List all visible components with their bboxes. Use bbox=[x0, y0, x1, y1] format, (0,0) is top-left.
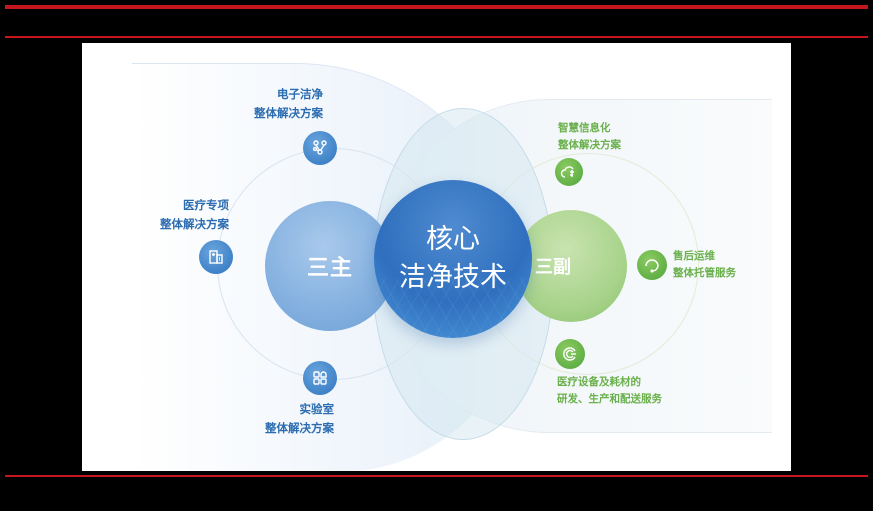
sub-business-label: 三副 bbox=[535, 257, 571, 278]
header-divider-line bbox=[5, 36, 868, 38]
network-nodes-icon bbox=[303, 131, 337, 165]
diagram-canvas: 三主 三副 核心 洁净技术 电子洁净 整体解决方案 医疗专项 整体解决方案 实验… bbox=[82, 43, 791, 471]
label-line2: 整体解决方案 bbox=[265, 421, 334, 435]
smart-informatization-label: 智慧信息化 整体解决方案 bbox=[558, 120, 621, 154]
label-line2: 研发、生产和配送服务 bbox=[557, 393, 662, 405]
label-line2: 整体托管服务 bbox=[673, 267, 736, 279]
footer-divider-line bbox=[5, 475, 868, 477]
main-business-label: 三主 bbox=[306, 256, 353, 281]
medical-special-label: 医疗专项 整体解决方案 bbox=[160, 196, 229, 234]
headset-support-icon bbox=[637, 250, 667, 280]
electronic-clean-label: 电子洁净 整体解决方案 bbox=[254, 85, 323, 123]
core-technology-circle: 核心 洁净技术 bbox=[374, 180, 532, 338]
label-line2: 整体解决方案 bbox=[254, 106, 323, 120]
recycle-device-icon bbox=[555, 339, 585, 369]
label-line1: 售后运维 bbox=[673, 250, 715, 262]
label-line1: 智慧信息化 bbox=[558, 122, 611, 134]
laboratory-label: 实验室 整体解决方案 bbox=[265, 400, 334, 438]
label-line1: 实验室 bbox=[299, 402, 335, 416]
label-line1: 电子洁净 bbox=[277, 87, 323, 101]
sub-business-circle: 三副 bbox=[515, 210, 627, 322]
core-label-line2: 洁净技术 bbox=[399, 259, 507, 297]
label-line1: 医疗设备及耗材的 bbox=[557, 376, 641, 388]
after-sales-label: 售后运维 整体托管服务 bbox=[673, 248, 736, 282]
medical-equipment-label: 医疗设备及耗材的 研发、生产和配送服务 bbox=[557, 374, 662, 408]
label-line2: 整体解决方案 bbox=[160, 217, 229, 231]
lab-grid-icon bbox=[303, 361, 337, 395]
main-business-circle: 三主 bbox=[265, 201, 395, 331]
cloud-data-icon bbox=[555, 158, 583, 186]
label-line2: 整体解决方案 bbox=[558, 139, 621, 151]
hospital-building-icon bbox=[199, 240, 233, 274]
top-accent-line bbox=[5, 5, 868, 9]
core-label-line1: 核心 bbox=[426, 224, 480, 255]
label-line1: 医疗专项 bbox=[183, 198, 229, 212]
